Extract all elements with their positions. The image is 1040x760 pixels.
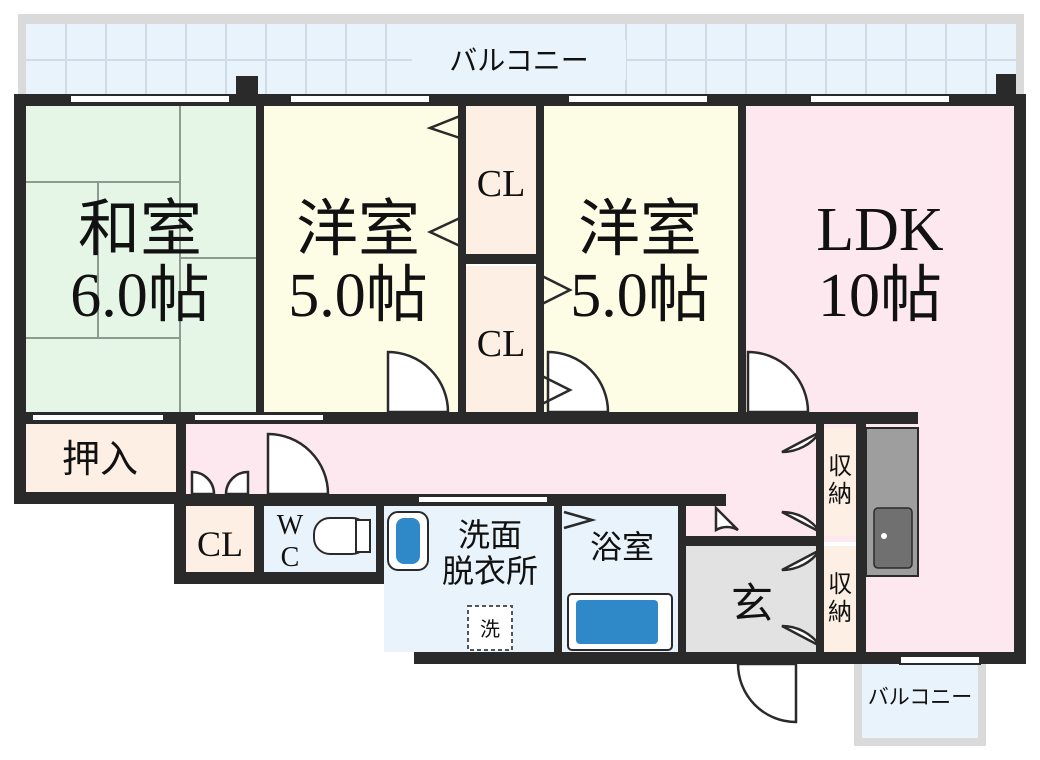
youshitsu-2-name: 洋室 bbox=[578, 196, 702, 264]
yokushitsu-label: 浴室 bbox=[590, 529, 654, 565]
shuno-1-label-a: 収 bbox=[828, 453, 852, 480]
bathtub-water bbox=[576, 600, 658, 644]
doors bbox=[190, 350, 822, 724]
tatami-lines bbox=[26, 106, 256, 412]
closet-a-label: CL bbox=[477, 163, 526, 205]
senmen-label-2: 脱衣所 bbox=[442, 553, 538, 589]
youshitsu-1-size: 5.0帖 bbox=[288, 262, 428, 330]
balcony-bottom-label: バルコニー bbox=[868, 685, 973, 709]
door-shuno-2a bbox=[781, 548, 822, 572]
windows-top bbox=[69, 94, 951, 104]
closet-b-label: CL bbox=[477, 323, 526, 365]
sink-drain bbox=[881, 533, 887, 539]
wc-label-c: C bbox=[281, 542, 300, 573]
genkan-label: 玄 bbox=[731, 582, 773, 628]
ldk-name: LDK bbox=[816, 196, 944, 264]
shuno-2-label-a: 収 bbox=[828, 571, 852, 598]
closet-c-label: CL bbox=[197, 524, 243, 564]
washer-box bbox=[467, 605, 513, 651]
door-youshitsu-1 bbox=[386, 350, 450, 414]
toilet-tank bbox=[355, 519, 371, 553]
shuno-2-label-b: 納 bbox=[828, 599, 852, 626]
room-labels: 和室 6.0帖 洋室 5.0帖 洋室 5.0帖 LDK 10帖 CL CL CL… bbox=[62, 163, 944, 641]
ldk-size: 10帖 bbox=[818, 262, 942, 330]
room-youshitsu-1 bbox=[262, 106, 458, 412]
closet-a-area bbox=[466, 106, 536, 254]
wc-label-w: W bbox=[277, 510, 304, 541]
door-youshitsu-2 bbox=[546, 350, 610, 414]
door-cl-left bbox=[190, 470, 216, 496]
door-shuno-2b bbox=[781, 624, 822, 648]
washitsu-name: 和室 bbox=[78, 196, 202, 264]
door-senmen bbox=[714, 504, 739, 533]
balcony-top-label: バルコニー bbox=[449, 46, 588, 77]
washer-label: 洗 bbox=[480, 618, 500, 641]
corridor bbox=[186, 424, 866, 542]
door-wc bbox=[266, 432, 330, 496]
door-ldk bbox=[746, 350, 810, 414]
shuno-1-area bbox=[824, 428, 856, 536]
room-washitsu bbox=[26, 106, 256, 412]
youshitsu-1-name: 洋室 bbox=[296, 196, 420, 264]
closet-folding-doors bbox=[426, 114, 597, 530]
balcony-bottom: バルコニー bbox=[854, 655, 986, 746]
sink-icon bbox=[873, 507, 913, 569]
closet-b-area bbox=[466, 266, 536, 412]
senmen-label-1: 洗面 bbox=[458, 517, 522, 553]
balcony-top: バルコニー bbox=[18, 14, 1024, 96]
door-entrance bbox=[736, 662, 798, 724]
shuno-2-area bbox=[824, 546, 856, 652]
youshitsu-2-size: 5.0帖 bbox=[570, 262, 710, 330]
fixtures bbox=[313, 427, 919, 651]
oshiire-area bbox=[26, 424, 176, 492]
door-shuno-1b bbox=[781, 510, 822, 534]
windows-inner bbox=[31, 413, 549, 504]
shuno-1-label-b: 納 bbox=[828, 481, 852, 508]
oshiire-label: 押入 bbox=[62, 439, 138, 481]
door-shuno-1a bbox=[781, 430, 822, 454]
washitsu-size: 6.0帖 bbox=[70, 262, 210, 330]
door-cl-right bbox=[224, 470, 250, 496]
room-ldk bbox=[746, 106, 1014, 652]
washbasin-bowl bbox=[396, 518, 420, 564]
closet-c-area bbox=[186, 506, 254, 572]
